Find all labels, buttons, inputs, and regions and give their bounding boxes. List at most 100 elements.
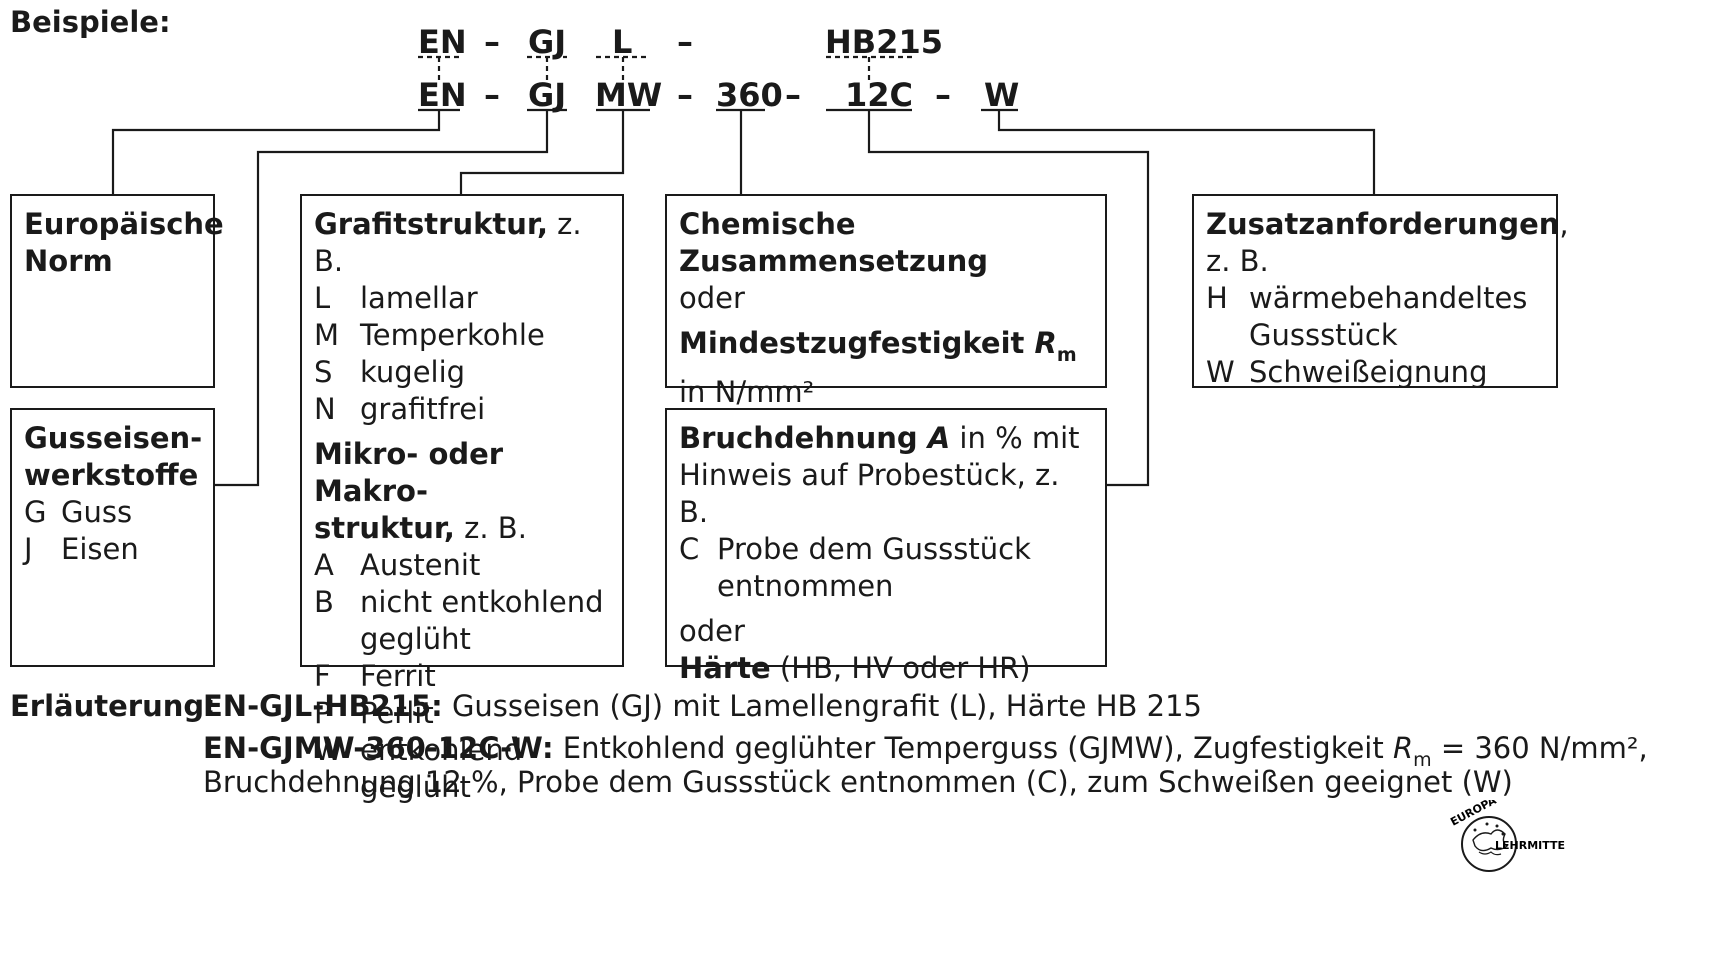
micro-macro-title-text: struktur, (314, 511, 455, 545)
guss-item-value: Eisen (61, 532, 139, 566)
ex2-dash1: – (484, 76, 500, 114)
structure-item-key: F (314, 659, 331, 693)
grafit-title-suffix: z. B. (314, 207, 582, 278)
zusatz-item: W Schweißeignung (1206, 354, 1544, 391)
grafit-item-key: S (314, 355, 333, 389)
bruch-or: oder (679, 614, 745, 648)
ex2-360: 360 (716, 76, 783, 114)
micro-macro-title-line1: Mikro- oder Makro- (314, 437, 504, 508)
box-european-norm: Europäische Norm (10, 194, 224, 388)
zusatz-line2: z. B. (1206, 244, 1269, 278)
explanation-rm-subscript: m (1413, 749, 1432, 771)
ex1-hb215: HB215 (825, 23, 943, 61)
explanation-code1: EN-GJL-HB215: (203, 689, 443, 723)
grafit-title: Grafitstruktur, z. B. (314, 206, 610, 280)
bruch-item: C Probe dem Gussstück (679, 531, 1093, 568)
structure-item-key: B (314, 585, 334, 619)
micro-macro-title-line2: struktur, z. B. (314, 510, 610, 547)
guss-item-key: G (24, 495, 47, 529)
grafit-item-value: kugelig (360, 355, 466, 389)
zusatz-title-text: Zusatzanforderungen (1206, 207, 1560, 241)
chem-or: oder (679, 281, 745, 315)
bruch-line1: Bruchdehnung A in % mit (679, 420, 1093, 457)
bruch-item-key: C (679, 532, 700, 566)
zusatz-item-value: Schweißeignung (1249, 355, 1488, 389)
guss-item: J Eisen (24, 531, 201, 568)
guss-item-key: J (24, 532, 33, 566)
explanation-label: Erläuterung: (10, 689, 216, 723)
explanation-text2a: Entkohlend geglühter Temperguss (GJMW), … (553, 731, 1393, 765)
row1-underlines (418, 55, 912, 80)
zusatz-title: Zusatzanforderungen, (1206, 206, 1569, 243)
ex2-dash3: – (785, 76, 801, 114)
grafit-item-key: M (314, 318, 340, 352)
zusatz-item-value: Gussstück (1249, 318, 1398, 352)
grafit-item: M Temperkohle (314, 317, 610, 354)
ex2-dash2: – (677, 76, 693, 114)
zusatz-item-key: W (1206, 355, 1235, 389)
norm-title-line2: Norm (24, 244, 113, 278)
rm-subscript: m (1056, 344, 1077, 366)
haerte-rest: (HB, HV oder HR) (770, 651, 1031, 685)
explanation-line3: Bruchdehnung 12 %, Probe dem Gussstück e… (203, 765, 1513, 799)
explanation-code2: EN-GJMW-360-12C-W: (203, 731, 554, 765)
zusatz-item-value: wärmebehandeltes (1249, 281, 1528, 315)
structure-item-value: geglüht (360, 622, 471, 656)
haerte-line: Härte (HB, HV oder HR) (679, 650, 1093, 687)
grafit-item-key: L (314, 281, 331, 315)
logo-text-top: EUROPA (1448, 800, 1499, 829)
zusatz-item-key (1206, 317, 1249, 354)
structure-item-value: Perlit (360, 696, 434, 730)
chem-title2-text: Mindestzugfestigkeit (679, 326, 1035, 360)
rm-symbol: R (1034, 326, 1057, 360)
ex2-gj: GJ (528, 76, 567, 114)
logo-text-bottom: LEHRMITTEL (1495, 839, 1565, 852)
guss-item-value: Guss (61, 495, 133, 529)
ex2-en: EN (418, 76, 467, 114)
grafit-title-text: Grafitstruktur, (314, 207, 548, 241)
explanation-text1: Gusseisen (GJ) mit Lamellengrafit (L), H… (442, 689, 1202, 723)
structure-item-key: P (314, 696, 332, 730)
bruch-item: entnommen (679, 568, 1093, 605)
structure-item-key: A (314, 548, 334, 582)
zusatz-item: Gussstück (1206, 317, 1544, 354)
bruch-item-value: Probe dem Gussstück (717, 532, 1031, 566)
grafit-item-value: grafitfrei (360, 392, 486, 426)
haerte-title: Härte (679, 651, 771, 685)
structure-item-value: entkohlend geglüht (360, 733, 523, 804)
grafit-item-value: lamellar (360, 281, 478, 315)
bruch-line2: Hinweis auf Probestück, z. B. (679, 458, 1060, 529)
structure-item-key: W (314, 733, 343, 767)
grafit-item-value: Temperkohle (360, 318, 545, 352)
bruch-line1-rest: in % mit (950, 421, 1080, 455)
a-symbol: A (927, 421, 951, 455)
logo-graphic: EUROPA LEHRMITTEL (1448, 794, 1572, 872)
chem-title: Chemische Zusammensetzung (679, 207, 988, 278)
ex1-en: EN (418, 23, 467, 61)
chem-title2: Mindestzugfestigkeit Rm (679, 325, 1093, 374)
box-chemical-composition: Chemische Zusammensetzung oder Mindestzu… (665, 194, 1107, 409)
chem-unit: in N/mm² (679, 375, 815, 409)
ex1-dash2: – (677, 23, 693, 61)
box-elongation: Bruchdehnung A in % mit Hinweis auf Prob… (665, 408, 1107, 685)
structure-item: F Ferrit (314, 658, 610, 695)
explanation-rm-symbol: R (1392, 731, 1414, 765)
zusatz-item-key: H (1206, 281, 1228, 315)
bruch-title: Bruchdehnung (679, 421, 928, 455)
ex1-gj: GJ (528, 23, 567, 61)
bruch-item-value: entnommen (717, 569, 894, 603)
europa-lehrmittel-logo: EUROPA LEHRMITTEL (1445, 794, 1572, 880)
structure-item: P Perlit (314, 695, 610, 732)
bruch-item-key (679, 568, 717, 605)
structure-item-value: Ferrit (360, 659, 436, 693)
structure-item: geglüht (314, 621, 610, 658)
